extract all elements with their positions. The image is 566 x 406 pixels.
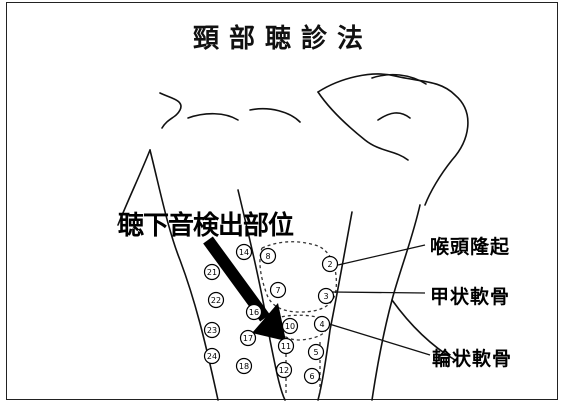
- marker-number: 12: [279, 366, 289, 375]
- marker-m14: 14: [237, 245, 252, 260]
- marker-m6: 6: [305, 369, 320, 384]
- marker-m5: 5: [309, 345, 324, 360]
- marker-number: 22: [211, 296, 221, 305]
- marker-number: 2: [327, 260, 332, 269]
- marker-number: 16: [249, 308, 259, 317]
- marker-m18: 18: [237, 359, 252, 374]
- marker-m16: 16: [247, 305, 262, 320]
- marker-m2: 2: [323, 257, 338, 272]
- marker-m8a: 8: [261, 249, 276, 264]
- marker-m23: 23: [205, 323, 220, 338]
- marker-number: 23: [207, 326, 217, 335]
- marker-m24: 24: [205, 349, 220, 364]
- marker-number: 7: [275, 286, 280, 295]
- marker-m21: 21: [205, 265, 220, 280]
- marker-m17: 17: [241, 331, 256, 346]
- marker-number: 8: [265, 252, 270, 261]
- marker-m12: 12: [277, 363, 292, 378]
- marker-number: 24: [207, 352, 217, 361]
- marker-m10: 10: [283, 319, 298, 334]
- marker-m22: 22: [209, 293, 224, 308]
- marker-m7: 7: [271, 283, 286, 298]
- marker-number: 17: [243, 334, 253, 343]
- marker-number: 21: [207, 268, 217, 277]
- marker-number: 4: [319, 320, 324, 329]
- marker-number: 5: [313, 348, 318, 357]
- marker-number: 10: [285, 322, 295, 331]
- marker-m11: 11: [279, 339, 294, 354]
- marker-number: 11: [281, 342, 291, 351]
- marker-number: 6: [309, 372, 314, 381]
- marker-m4: 4: [315, 317, 330, 332]
- marker-number: 18: [239, 362, 249, 371]
- marker-number: 3: [323, 292, 328, 301]
- marker-number: 14: [239, 248, 249, 257]
- marker-m3: 3: [319, 289, 334, 304]
